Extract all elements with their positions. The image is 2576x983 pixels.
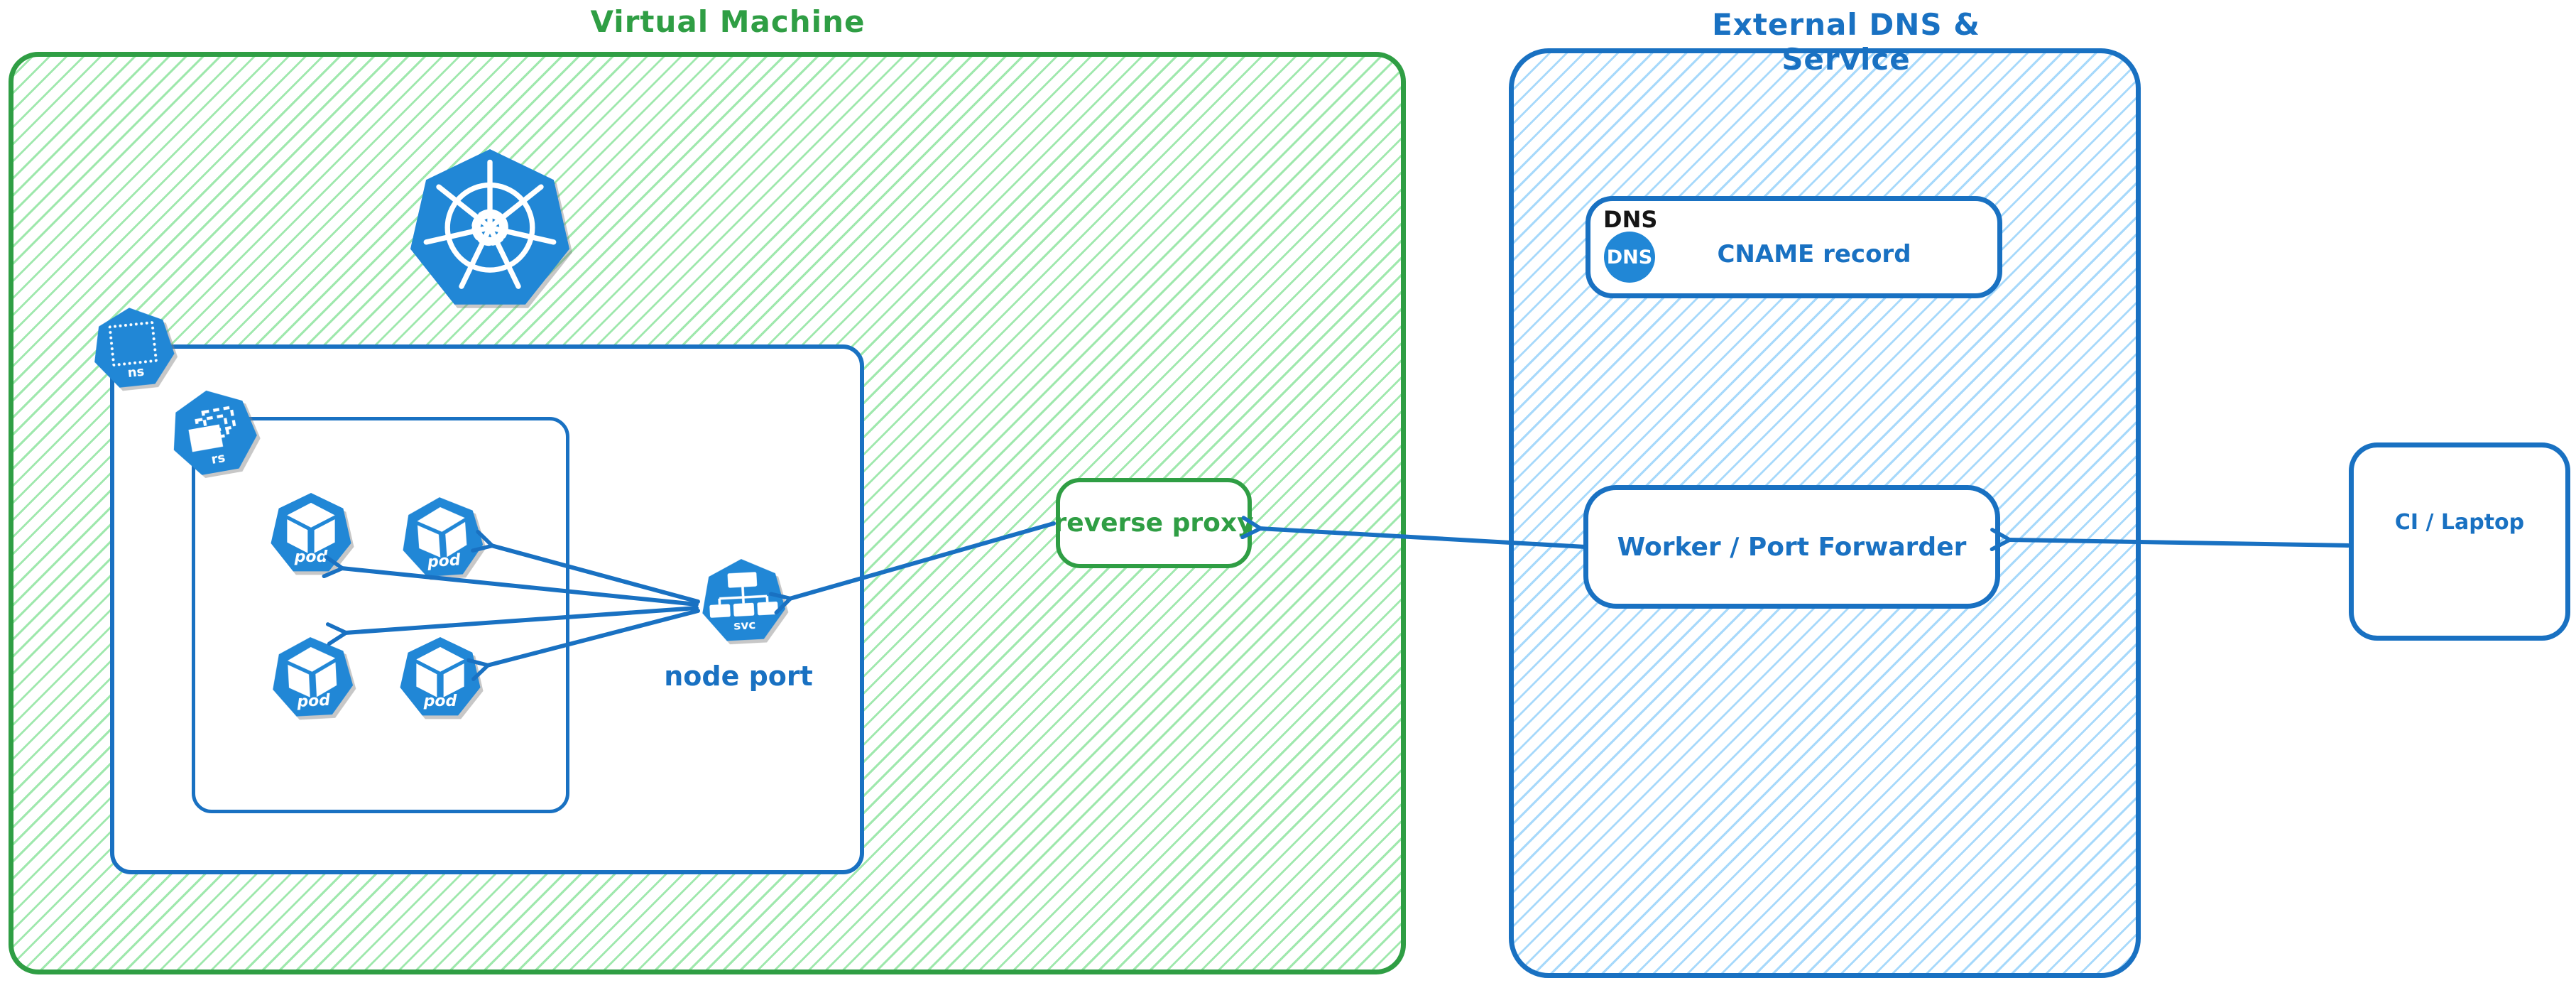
svc-tree-icon: [709, 572, 778, 618]
cube-icon: [416, 646, 464, 697]
ci-laptop-label: CI / Laptop: [2394, 510, 2525, 535]
reverse-proxy-box: reverse proxy: [1054, 478, 1254, 568]
cube-icon: [288, 646, 337, 697]
pod-icon-2: pod: [398, 494, 486, 582]
cube-icon: [417, 507, 467, 558]
worker-label: Worker / Port Forwarder: [1617, 532, 1967, 562]
pod-label: pod: [423, 693, 457, 710]
kubernetes-logo: [408, 149, 572, 313]
dns-box: [1586, 196, 2002, 298]
node-port-label: node port: [664, 661, 813, 692]
worker-port-forwarder-box: Worker / Port Forwarder: [1583, 485, 2000, 609]
service-icon: svc: [699, 557, 788, 646]
pod-label: pod: [294, 548, 328, 566]
kubernetes-wheel-icon: [423, 159, 557, 289]
dns-badge-label: DNS: [1603, 206, 1658, 233]
dns-circle-icon: DNS: [1604, 232, 1655, 283]
ns-dotted-square: [108, 320, 158, 367]
ci-laptop-box: CI / Laptop: [2349, 442, 2570, 641]
cube-icon: [287, 502, 335, 553]
pod-icon-3: pod: [269, 635, 356, 722]
namespace-icon: ns: [88, 303, 178, 393]
external-dns-title: External DNS & Service: [1712, 7, 1980, 77]
replicaset-icon: rs: [163, 383, 263, 483]
cname-record-label: CNAME record: [1717, 240, 1911, 268]
rs-layers-icon: [188, 405, 236, 452]
pod-icon-1: pod: [270, 493, 352, 575]
virtual-machine-title: Virtual Machine: [590, 4, 866, 39]
reverse-proxy-label: reverse proxy: [1054, 509, 1254, 538]
dns-circle-text: DNS: [1606, 246, 1653, 268]
replicaset-box: [192, 417, 569, 813]
pod-icon-4: pod: [399, 637, 481, 719]
